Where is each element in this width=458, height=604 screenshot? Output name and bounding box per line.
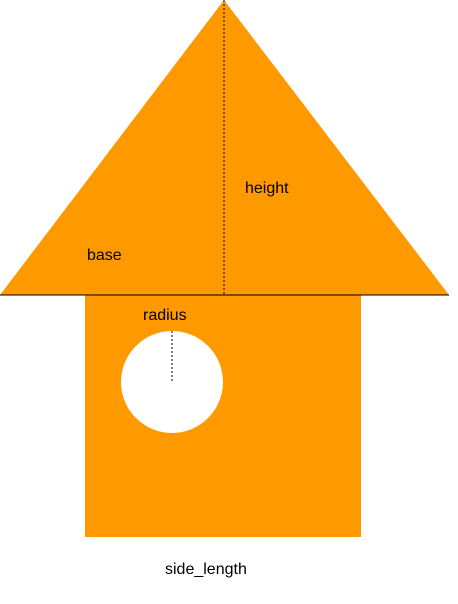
label-base: base xyxy=(87,247,122,264)
label-radius: radius xyxy=(143,307,187,324)
label-height: height xyxy=(245,180,289,197)
label-side-length: side_length xyxy=(165,561,247,578)
square-body xyxy=(85,295,361,537)
triangle-roof xyxy=(0,0,449,295)
circle-hole xyxy=(121,331,223,433)
